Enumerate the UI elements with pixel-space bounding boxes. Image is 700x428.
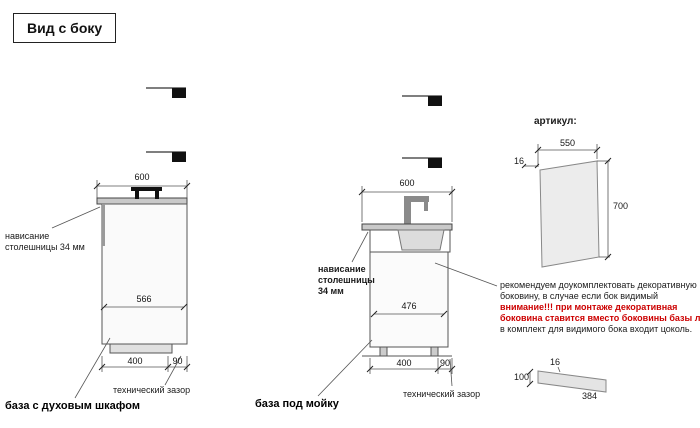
view-title-box: Вид с боку [13,13,117,43]
dim-600-middle: 600 [399,178,415,188]
leader-line [449,358,453,387]
handle-icon [131,187,162,199]
dim-566: 566 [136,294,152,304]
oven-base-drawing [51,87,191,399]
bracket-icon [402,95,442,106]
plinth [109,343,173,354]
dim-400-middle: 400 [396,358,412,368]
note-line-2: боковину, в случае если бок видимый [500,291,658,301]
leader-line [164,355,182,386]
countertop [96,197,188,205]
dim-700: 700 [613,201,629,211]
side-panel [539,160,600,268]
bracket-icon [146,151,186,162]
tech-gap-label-middle: технический зазор [403,389,481,399]
dim-476: 476 [401,301,417,311]
note-line-1: рекомендуем доукомплектовать декоративну… [500,280,697,290]
cabinet-body [101,203,188,345]
decor-panel-drawing [521,144,612,393]
dim-550: 550 [559,138,576,148]
articul-label: артикул: [534,116,577,127]
bracket-icon [146,87,186,98]
cabinet-body [369,251,449,348]
plinth-strip [537,370,607,393]
dim-16-panel: 16 [514,156,525,166]
leader-line [317,339,373,397]
leader-line [74,337,111,399]
dim-100-plinth: 100 [514,372,530,382]
warning-line-1: внимание!!! при монтаже декоративная [500,302,678,312]
dim-400-left: 400 [127,356,143,366]
leader-line [351,231,369,263]
overhang-edge [102,204,105,246]
leg [379,346,388,357]
sink-base-drawing [317,95,498,397]
page-title: Вид с боку [27,20,103,36]
leg [430,346,439,357]
caption-oven-base: база с духовым шкафом [5,400,140,412]
countertop [361,223,453,231]
bracket-icon [402,157,442,168]
sink-bowl [397,229,445,251]
leader-line [51,206,101,229]
dim-384-plinth: 384 [582,391,598,401]
dim-600-left: 600 [134,172,150,182]
overhang-label-middle: нависание столешницы 34 мм [318,264,375,296]
dim-90-middle: 90 [439,358,450,368]
dim-90-left: 90 [172,356,183,366]
note-line-3: в комплект для видимого бока входит цоко… [500,324,693,334]
leader-line-to-note [434,262,498,287]
leader-line [557,366,561,373]
warning-line-2: боковина ставится вместо боковины базы л… [500,313,700,323]
overhang-label-left: нависание столешницы 34 мм [5,231,85,252]
tech-gap-label-left: технический зазор [113,385,191,395]
faucet-icon [404,196,429,224]
caption-sink-base: база под мойку [255,398,339,410]
dim-16-plinth: 16 [550,357,561,367]
